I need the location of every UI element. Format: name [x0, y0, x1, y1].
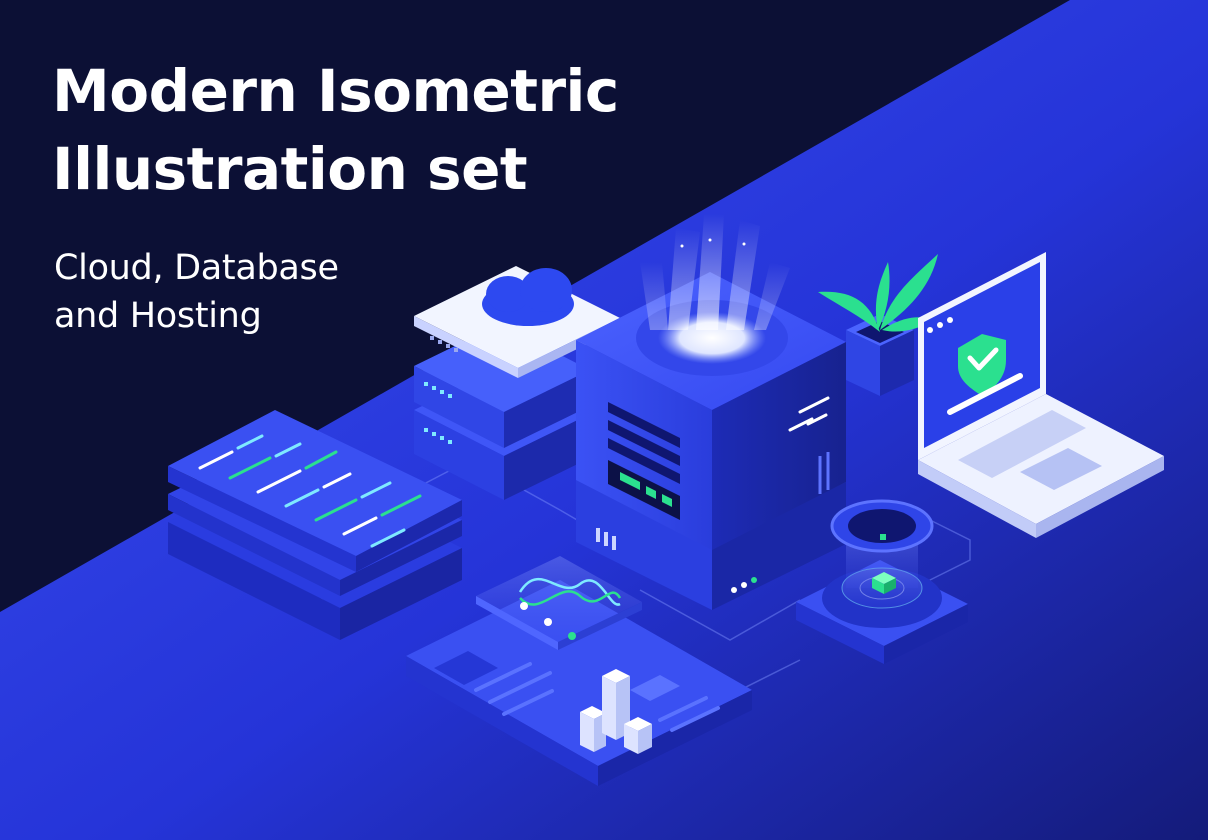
cloud-icon: [482, 268, 574, 326]
trackpad: [1020, 448, 1102, 490]
code-panels: [168, 410, 462, 640]
hero-subtitle-line-1: Cloud, Database: [54, 248, 339, 288]
base-vents: [596, 528, 616, 550]
laptop-with-shield: [918, 252, 1164, 538]
plant-pot: [818, 254, 938, 396]
wave-chart-card: [476, 556, 642, 650]
progress-line: [947, 373, 1023, 415]
hero-title-line-2: Illustration set: [52, 135, 528, 203]
light-beam-icon: [640, 214, 790, 330]
cube-status-display: [608, 460, 680, 520]
server-top-vent: [430, 336, 458, 352]
keyboard-keys: [958, 410, 1086, 478]
server-vent-bottom: [424, 428, 452, 444]
hero-title-line-1: Modern Isometric: [52, 57, 619, 125]
server-unit-top: [414, 266, 620, 378]
energy-core-pod: [796, 499, 968, 664]
cloud-server-stack: [414, 266, 620, 500]
hero-subtitle: Cloud, Database and Hosting: [54, 244, 339, 340]
server-vent-middle: [424, 382, 452, 398]
wave-chart-icon: [518, 578, 622, 606]
cube-side-indicators: [788, 396, 830, 432]
cube-front-vents: [608, 402, 680, 484]
analytics-dashboard: [406, 556, 752, 786]
shield-check-icon: [958, 334, 1006, 396]
code-lines: [198, 434, 422, 548]
hero-subtitle-line-2: and Hosting: [54, 296, 262, 336]
bar-chart-icon: [580, 669, 652, 754]
hero-title: Modern Isometric Illustration set: [52, 52, 619, 208]
code-panel-top: [168, 410, 462, 572]
